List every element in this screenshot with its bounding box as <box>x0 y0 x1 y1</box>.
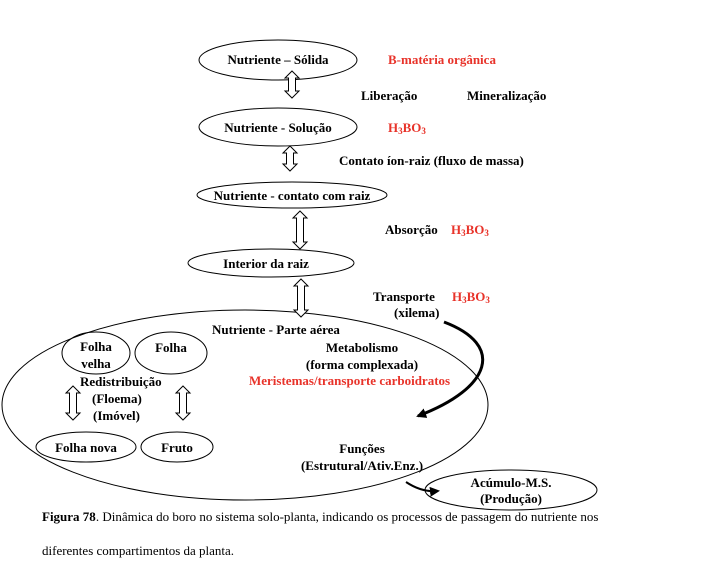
folha-label: Folha <box>155 340 187 355</box>
fruto-label: Fruto <box>161 440 193 455</box>
double-arrow-6 <box>174 385 192 421</box>
folha-nova-ellipse <box>35 431 137 463</box>
redistribuicao-label: Redistribuição <box>80 374 162 389</box>
figure-caption-line2: diferentes compartimentos da planta. <box>42 543 235 558</box>
mineralizacao-label: Mineralização <box>467 88 547 103</box>
plant-ellipse <box>1 309 489 501</box>
xilema-label: (xilema) <box>394 305 440 320</box>
fruto-ellipse <box>140 431 214 463</box>
acumulo-label-line1: Acúmulo-M.S. <box>470 475 552 490</box>
transport-curved-arrow <box>416 320 485 418</box>
double-arrow-5 <box>64 385 82 421</box>
funcoes-label: Funções <box>339 441 385 456</box>
acumulo-label-line2: (Produção) <box>480 491 542 506</box>
floema-label: (Floema) <box>92 391 142 406</box>
folha-velha-label-line1: Folha <box>80 339 112 354</box>
node-solida-ellipse <box>198 39 358 81</box>
node-contato-ellipse <box>196 181 388 209</box>
metabolismo-label: Metabolismo <box>325 340 399 355</box>
node-contato-label: Nutriente - contato com raiz <box>213 188 371 203</box>
figure-caption-line1: Figura 78. Dinâmica do boro no sistema s… <box>42 509 598 524</box>
node-solucao-label: Nutriente - Solução <box>224 120 332 135</box>
liberacao-label: Liberação <box>361 88 418 103</box>
forma-complexada-label: (forma complexada) <box>305 357 419 372</box>
absorcao-label: Absorção <box>385 222 438 237</box>
caption-text-1: . Dinâmica do boro no sistema solo-plant… <box>95 509 599 524</box>
node-solida-label: Nutriente – Sólida <box>227 52 329 67</box>
folha-velha-ellipse <box>61 331 131 375</box>
node-interior-ellipse <box>187 248 355 278</box>
h3bo3-formula-absorcao: H3BO3 <box>451 222 489 238</box>
double-arrow-1 <box>283 70 301 99</box>
folha-nova-label: Folha nova <box>55 440 117 455</box>
estrutural-label: (Estrutural/Ativ.Enz.) <box>300 458 424 473</box>
double-arrow-4 <box>292 278 310 318</box>
node-interior-label: Interior da raiz <box>223 256 309 271</box>
accumulation-arrow <box>405 481 440 497</box>
meristemas-label: Meristemas/transporte carboidratos <box>249 373 451 388</box>
h3bo3-formula-transporte: H3BO3 <box>452 289 490 305</box>
folha-ellipse <box>134 331 208 375</box>
figure-label: Figura 78 <box>42 509 96 524</box>
h3bo3-formula-solucao: H3BO3 <box>388 120 426 136</box>
folha-velha-label-line2: velha <box>81 356 111 371</box>
imovel-label: (Imóvel) <box>93 408 140 423</box>
transporte-label: Transporte <box>373 289 435 304</box>
double-arrow-3 <box>291 210 309 250</box>
b-materia-organica-label: B-matéria orgânica <box>388 52 496 67</box>
double-arrow-2 <box>281 145 299 172</box>
parte-aerea-label: Nutriente - Parte aérea <box>212 322 340 337</box>
node-solucao-ellipse <box>198 107 358 147</box>
contato-ion-raiz-label: Contato íon-raiz (fluxo de massa) <box>339 153 524 168</box>
